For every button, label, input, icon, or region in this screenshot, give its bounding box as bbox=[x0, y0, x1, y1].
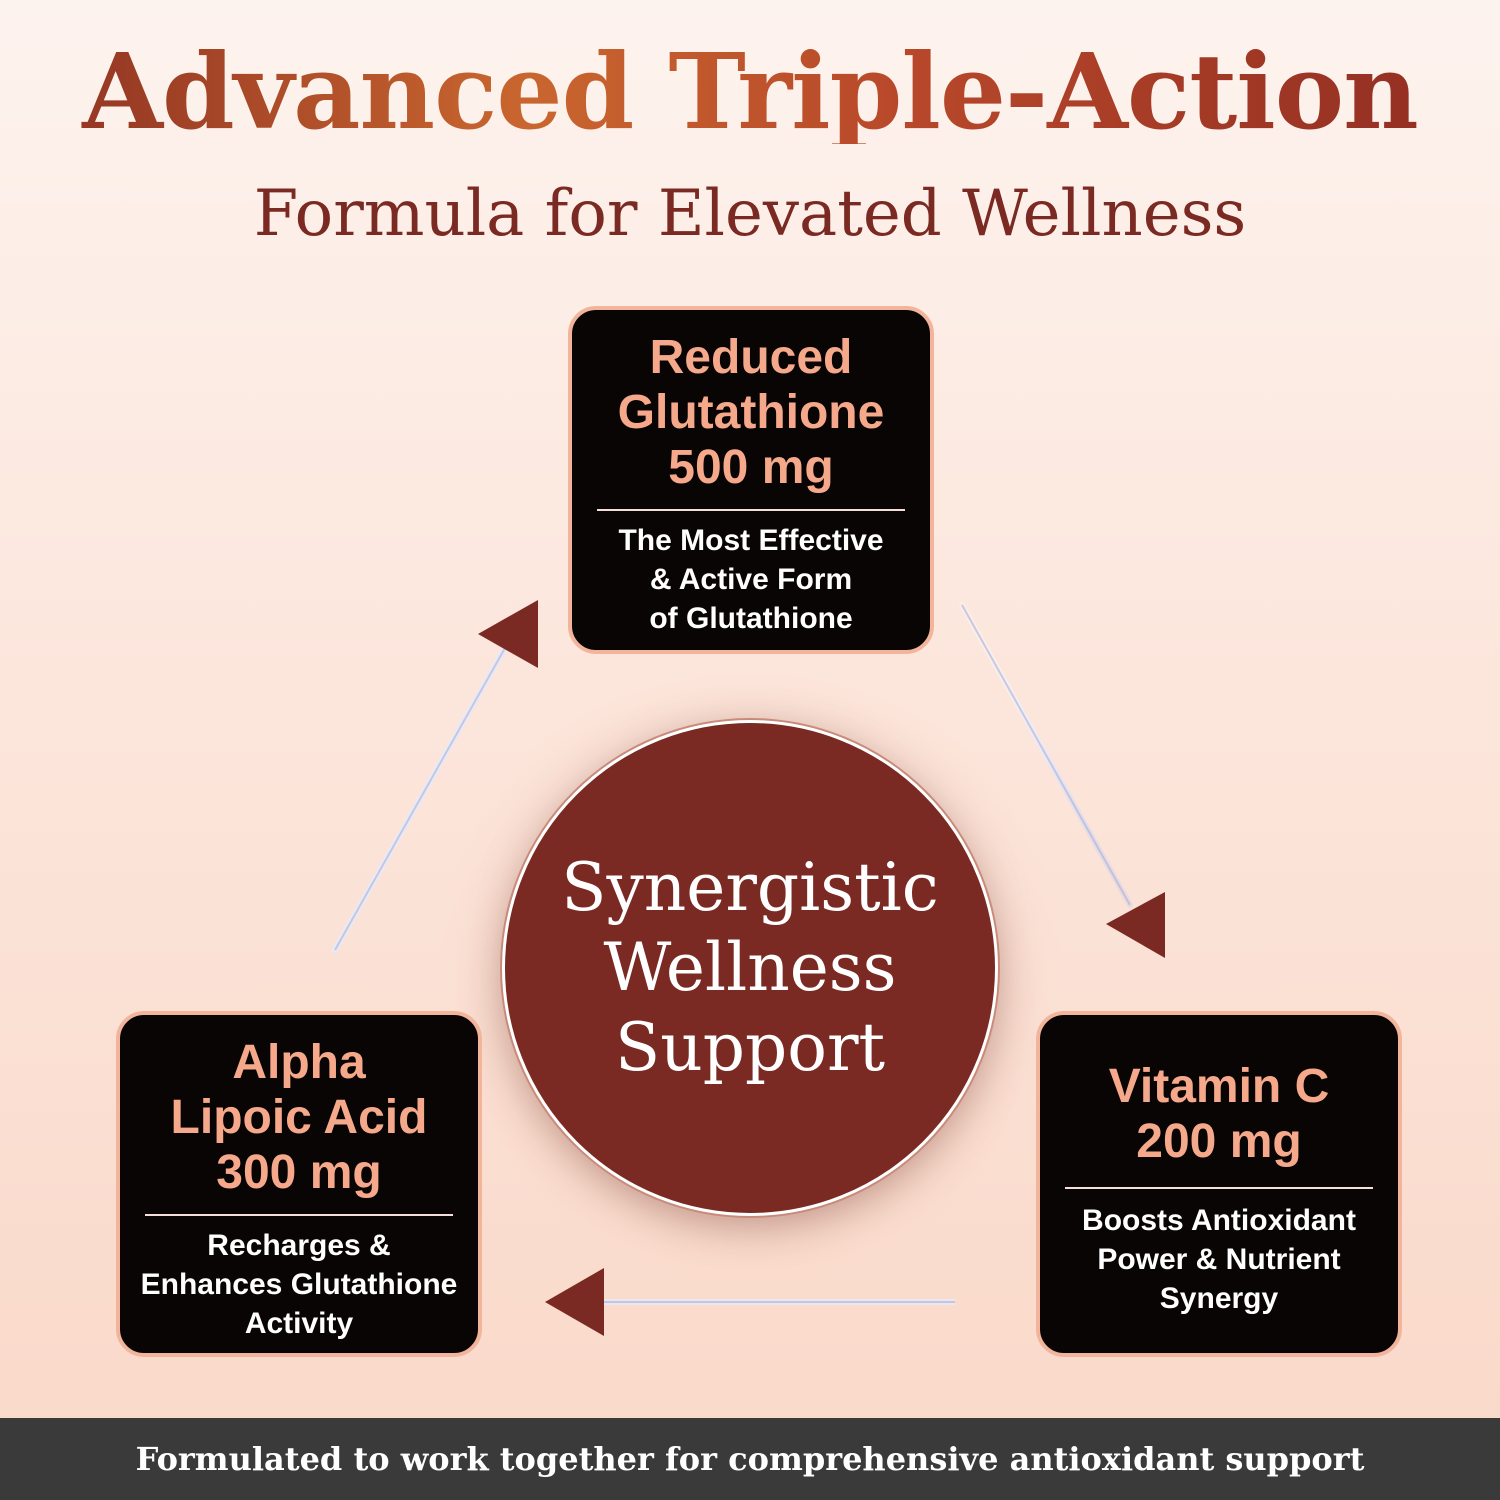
center-line-3: Support bbox=[614, 1009, 886, 1086]
arrow-bottom-left-icon bbox=[545, 1268, 955, 1336]
card-desc-line: & Active Form bbox=[649, 563, 853, 596]
card-heading-line: Glutathione bbox=[617, 386, 885, 439]
card-alpha-lipoic-acid: Alpha Lipoic Acid 300 mg Recharges & Enh… bbox=[116, 1011, 482, 1357]
card-divider bbox=[1065, 1187, 1373, 1189]
card-heading-line: 200 mg bbox=[1136, 1115, 1302, 1168]
card-heading-line: 500 mg bbox=[668, 441, 834, 494]
card-desc-line: Enhances Glutathione bbox=[140, 1268, 458, 1301]
footer-text: Formulated to work together for comprehe… bbox=[135, 1440, 1365, 1478]
card-desc-line: Synergy bbox=[1159, 1282, 1279, 1315]
card-desc-line: Power & Nutrient bbox=[1097, 1243, 1341, 1276]
card-heading-line: Vitamin C bbox=[1108, 1060, 1330, 1113]
card-divider bbox=[145, 1214, 453, 1216]
card-desc-line: Activity bbox=[244, 1307, 354, 1340]
card-heading-line: Reduced bbox=[649, 331, 853, 384]
card-heading-line: 300 mg bbox=[216, 1146, 382, 1199]
main-title: Advanced Triple-Action bbox=[0, 40, 1500, 144]
card-desc-line: Recharges & bbox=[207, 1229, 391, 1262]
center-line-2: Wellness bbox=[603, 929, 897, 1006]
arrow-right-down-icon bbox=[959, 602, 1165, 958]
card-heading-line: Lipoic Acid bbox=[170, 1091, 428, 1144]
arrow-left-up-icon bbox=[332, 600, 538, 953]
card-heading-line: Alpha bbox=[232, 1036, 366, 1089]
card-desc-line: of Glutathione bbox=[649, 602, 853, 635]
card-desc-line: The Most Effective bbox=[618, 524, 884, 557]
card-divider bbox=[597, 509, 905, 511]
center-line-1: Synergistic bbox=[561, 849, 939, 926]
footer-banner: Formulated to work together for comprehe… bbox=[0, 1418, 1500, 1500]
card-desc-line: Boosts Antioxidant bbox=[1082, 1204, 1356, 1237]
subtitle: Formula for Elevated Wellness bbox=[253, 177, 1247, 251]
card-reduced-glutathione: Reduced Glutathione 500 mg The Most Effe… bbox=[568, 306, 934, 654]
center-circle: Synergistic Wellness Support bbox=[502, 720, 998, 1216]
card-vitamin-c: Vitamin C 200 mg Boosts Antioxidant Powe… bbox=[1036, 1011, 1402, 1357]
